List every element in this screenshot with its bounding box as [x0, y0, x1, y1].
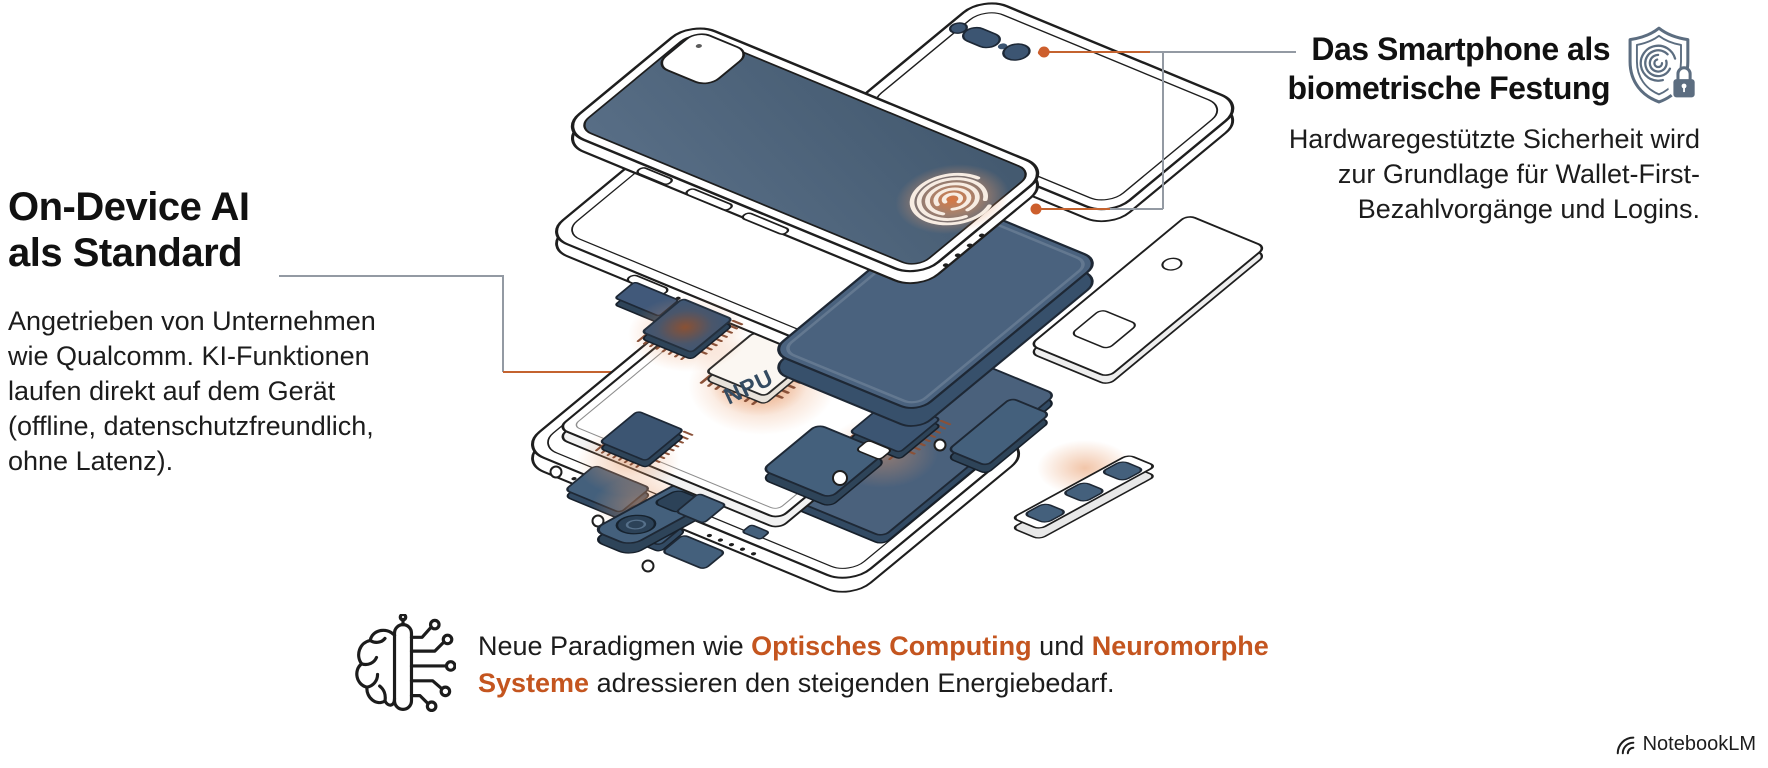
bottom-text-prefix: Neue Paradigmen wie: [478, 631, 752, 661]
fingerprint-leader-dot: [1030, 203, 1042, 215]
body-line: ohne Latenz).: [8, 446, 174, 476]
sensor-strip: [1013, 440, 1154, 539]
bottom-annotation: Neue Paradigmen wie Optisches Computing …: [478, 628, 1278, 702]
bottom-text-suffix: adressieren den steigenden Energiebedarf…: [589, 668, 1115, 698]
body-line: Hardwaregestützte Sicherheit wird: [1288, 124, 1700, 154]
right-annotation-body: Hardwaregestützte Sicherheit wird zur Gr…: [1040, 122, 1700, 227]
body-line: laufen direkt auf dem Gerät: [8, 376, 336, 406]
notch-camera-dot: [695, 44, 702, 48]
phone-back-layer: [858, 2, 1235, 223]
body-line: Angetrieben von Unternehmen: [8, 306, 376, 336]
bottom-highlight-neuromorphic-systems: Neuromorphe Systeme: [478, 631, 1269, 698]
board-chip: [595, 411, 694, 473]
padlock-glyph: [1668, 66, 1700, 102]
left-annotation-body: Angetrieben von Unternehmen wie Qualcomm…: [8, 304, 418, 479]
chassis-component: [663, 535, 725, 569]
right-annotation-heading: Das Smartphone als biometrische Festung: [1288, 24, 1611, 108]
brand-name: NotebookLM: [1642, 733, 1756, 755]
bottom-speaker-dots: [942, 233, 985, 267]
board-chip-flat: [742, 524, 770, 540]
floating-chips: [615, 281, 748, 372]
board-chip-flat: [949, 398, 1049, 473]
left-heading-line2: als Standard: [8, 231, 243, 275]
body-line: wie Qualcomm. KI-Funktionen: [8, 341, 370, 371]
bottom-text-connector: und: [1031, 631, 1092, 661]
notebooklm-logo-icon: [1616, 736, 1634, 754]
body-line: zur Grundlage für Wallet-First-: [1337, 159, 1700, 189]
left-annotation: On-Device AI als Standard Angetrieben vo…: [8, 184, 418, 479]
fingerprint-sensor: [895, 164, 1010, 235]
right-heading-line2: biometrische Festung: [1287, 70, 1611, 106]
left-annotation-heading: On-Device AI als Standard: [8, 184, 418, 276]
board-chip-flat: [764, 425, 884, 506]
body-line: (offline, datenschutzfreundlich,: [8, 411, 374, 441]
body-line: Bezahlvorgänge und Logins.: [1357, 194, 1700, 224]
screen-notch: [660, 33, 745, 85]
side-buttons: [636, 167, 790, 235]
right-annotation: Das Smartphone als biometrische Festung: [1040, 24, 1700, 227]
bottom-highlight-optical-computing: Optisches Computing: [751, 631, 1032, 661]
display-phone-layer: [570, 27, 1040, 285]
camera-lens: [615, 514, 657, 535]
floating-chip-glowing: [636, 298, 744, 366]
front-sensor-cluster: [948, 22, 1031, 61]
right-heading-line1: Das Smartphone als: [1311, 31, 1610, 67]
brain-circuit-icon: [350, 612, 457, 720]
board-bracket-arm: [1032, 216, 1264, 384]
brand-lockup: NotebookLM: [1615, 733, 1756, 756]
camera-leader-dot: [1038, 46, 1050, 58]
shield-fingerprint-lock-icon: [1628, 26, 1700, 104]
left-heading-line1: On-Device AI: [8, 185, 250, 229]
board-chip-flat: [676, 493, 726, 524]
leader-line-right: [1030, 46, 1296, 215]
